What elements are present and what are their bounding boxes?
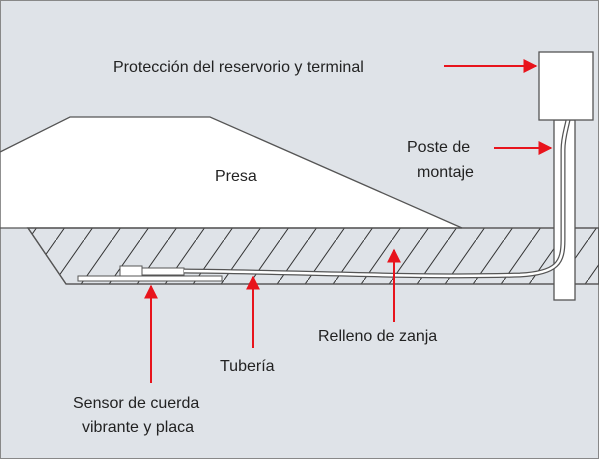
label-sensor-line2: vibrante y placa [82, 419, 194, 436]
label-post-line2: montaje [417, 164, 474, 181]
trench-fill-clean [26, 227, 599, 285]
label-sensor-line1: Sensor de cuerda [73, 395, 199, 412]
terminal-box [538, 51, 594, 121]
vibrating-wire-sensor [119, 265, 143, 277]
label-post-line1: Poste de [407, 139, 470, 156]
label-tubing: Tubería [220, 358, 275, 375]
sensor-plate [77, 275, 223, 282]
label-backfill: Relleno de zanja [318, 328, 437, 345]
dam-embankment [0, 116, 463, 229]
label-dam: Presa [215, 168, 257, 185]
sensor-body [141, 267, 185, 276]
label-terminal: Protección del reservorio y terminal [113, 59, 364, 76]
tubing-cable-inner [183, 119, 570, 278]
